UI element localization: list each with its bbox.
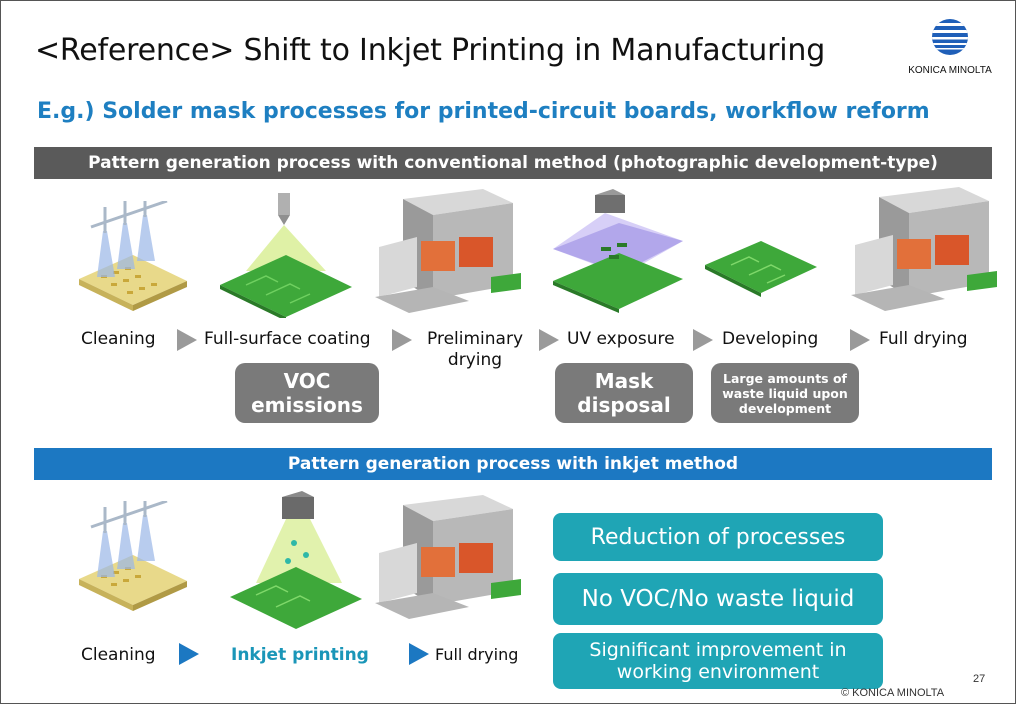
developing-illustration (701, 217, 821, 307)
benefit-reduction-of-processes: Reduction of processes (553, 513, 883, 561)
slide-title: <Reference> Shift to Inkjet Printing in … (35, 33, 826, 68)
issue-mask-disposal: Mask disposal (555, 363, 693, 423)
arrow-icon (693, 329, 713, 351)
arrow-icon (392, 329, 412, 351)
arrow-icon (177, 329, 197, 351)
preliminary-drying-oven-illustration (373, 189, 523, 314)
logo-text: KONICA MINOLTA (908, 65, 992, 76)
full-drying-oven-illustration (849, 187, 999, 312)
uv-exposure-illustration (543, 183, 693, 315)
conventional-step-developing: Developing (722, 329, 819, 349)
arrow-icon (409, 643, 429, 665)
page-number: 27 (973, 673, 986, 685)
issue-voc-emissions: VOC emissions (235, 363, 379, 423)
copyright: © KONICA MINOLTA (841, 687, 945, 699)
subtitle: E.g.) Solder mask processes for printed-… (37, 99, 930, 124)
arrow-icon (539, 329, 559, 351)
arrow-icon (179, 643, 199, 665)
inkjet-step-printing: Inkjet printing (231, 645, 369, 665)
conventional-step-preliminary-drying: Preliminary drying (427, 329, 523, 370)
inkjet-process-header: Pattern generation process with inkjet m… (34, 448, 992, 480)
conventional-step-cleaning: Cleaning (81, 329, 156, 349)
konica-minolta-logo: KONICA MINOLTA (907, 15, 993, 81)
inkjet-step-full-drying: Full drying (435, 645, 519, 664)
coating-illustration (216, 193, 356, 318)
arrow-icon (850, 329, 870, 351)
cleaning-illustration (71, 201, 191, 316)
inkjet-printing-illustration (226, 491, 366, 631)
issue-waste-liquid: Large amounts of waste liquid upon devel… (711, 363, 859, 423)
inkjet-step-cleaning: Cleaning (81, 645, 156, 665)
conventional-step-uv-exposure: UV exposure (567, 329, 675, 349)
conventional-step-coating: Full-surface coating (204, 329, 371, 349)
conventional-step-full-drying: Full drying (879, 329, 968, 349)
benefit-working-environment: Significant improvement in working envir… (553, 633, 883, 689)
conventional-process-header: Pattern generation process with conventi… (34, 147, 992, 179)
benefit-no-voc-no-waste: No VOC/No waste liquid (553, 573, 883, 625)
inkjet-full-drying-oven-illustration (373, 495, 523, 620)
inkjet-cleaning-illustration (71, 501, 191, 616)
